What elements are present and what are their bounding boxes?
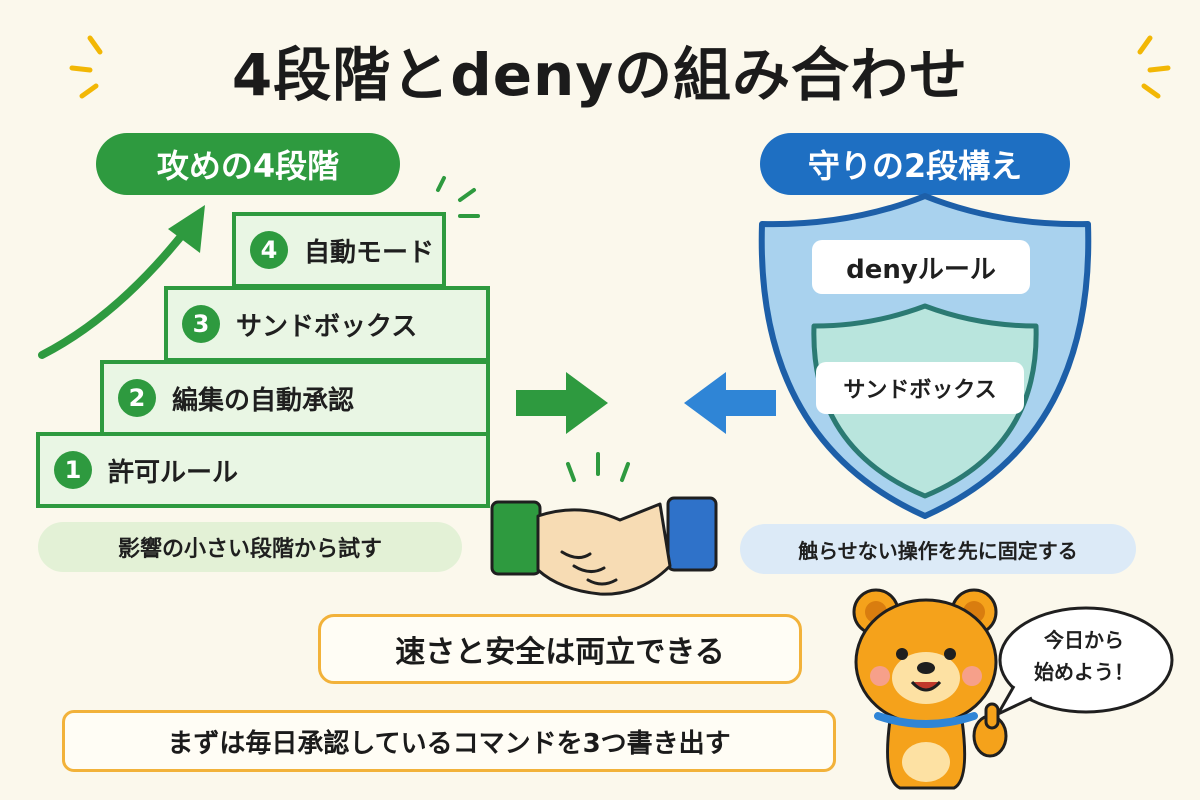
step-number: 4 [250,231,288,269]
sandbox-label: サンドボックス [816,362,1024,414]
step-3: 3 サンドボックス [164,286,490,362]
handshake-icon [490,452,718,596]
attack-note: 影響の小さい段階から試す [38,522,462,572]
attack-heading: 攻めの4段階 [96,133,400,195]
balance-message: 速さと安全は両立できる [318,614,802,684]
defense-heading: 守りの2段構え [760,133,1070,195]
page-title: 4段階とdenyの組み合わせ [231,41,969,109]
speech-bubble-icon [996,606,1174,716]
sparkle-green-icon [436,176,480,218]
speech-line-2: 始めよう！ [1034,660,1134,684]
step-label: 自動モード [304,237,435,268]
speech-line-1: 今日から [1044,628,1124,652]
step-2: 2 編集の自動承認 [100,360,490,436]
action-message: まずは毎日承認しているコマンドを3つ書き出す [62,710,836,772]
step-label: 編集の自動承認 [172,385,355,416]
step-label: 許可ルール [108,457,239,488]
arrow-left-icon [684,372,776,434]
step-1: 1 許可ルール [36,432,490,508]
deny-rule-label: denyルール [812,240,1030,294]
step-number: 1 [54,451,92,489]
speech-bubble-text: 今日から 始めよう！ [1004,624,1164,688]
sparkle-right-icon [1137,35,1171,99]
step-number: 2 [118,379,156,417]
step-4: 4 自動モード [232,212,446,288]
sparkle-left-icon [69,35,103,99]
bear-mascot-icon [852,588,1008,790]
step-number: 3 [182,305,220,343]
defense-note: 触らせない操作を先に固定する [740,524,1136,574]
arrow-right-icon [516,372,608,434]
step-label: サンドボックス [236,311,418,342]
rising-arrow-icon [38,205,205,359]
